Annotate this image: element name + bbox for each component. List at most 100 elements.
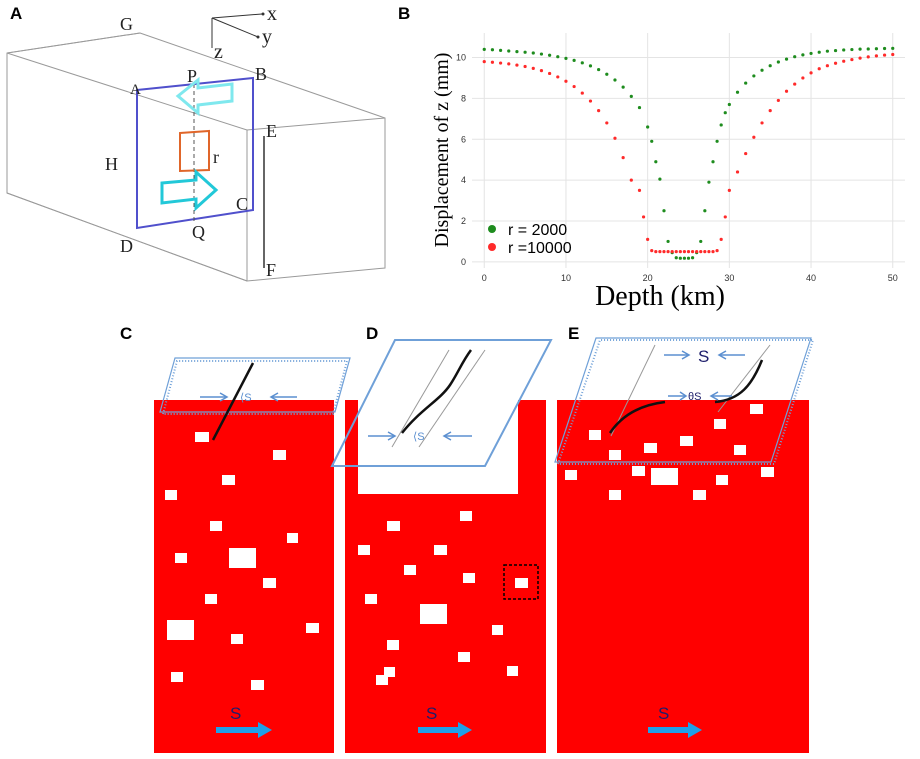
panel-c-top-label: ⟨S <box>240 392 252 404</box>
series-1-point <box>597 109 601 113</box>
series-0-point <box>580 61 584 65</box>
series-0-point <box>686 256 691 260</box>
series-0-point <box>678 256 682 260</box>
series-1-point <box>621 156 625 160</box>
series-1-point <box>662 250 666 254</box>
series-1-point <box>507 62 511 66</box>
series-1-point <box>882 53 887 57</box>
series-0-point <box>874 47 879 51</box>
series-0-point <box>650 139 654 143</box>
series-0-point <box>707 180 711 184</box>
series-0-point <box>793 55 797 59</box>
series-1-point <box>801 76 805 80</box>
region-r-square <box>179 129 210 173</box>
series-1-point <box>874 54 879 58</box>
panel-d-fault-curve <box>401 349 473 434</box>
series-0-point <box>719 123 723 127</box>
series-1-point <box>686 250 691 254</box>
label-g: G <box>120 14 133 34</box>
label-r: r <box>213 147 219 167</box>
series-0-point <box>613 78 617 82</box>
series-0-point <box>507 49 511 53</box>
series-0-point <box>744 81 748 85</box>
series-0-point <box>825 49 829 53</box>
series-1-point <box>719 237 723 241</box>
series-0-point <box>658 177 662 181</box>
series-1-point <box>650 249 654 253</box>
panel-e-plane <box>556 339 815 465</box>
panel-c-fault-line <box>211 362 255 441</box>
arrow-bottom-icon <box>160 168 219 212</box>
panel-d-letter: D <box>366 324 379 343</box>
label-e: E <box>266 121 277 141</box>
fault-plane <box>136 76 254 230</box>
series-1-point <box>793 82 797 86</box>
panel-e-block <box>557 400 809 753</box>
x-tick-label: 40 <box>806 273 816 283</box>
y-tick-label: 6 <box>461 134 466 144</box>
series-0-point <box>735 90 740 94</box>
series-1-point <box>784 89 789 93</box>
series-0-point <box>605 72 609 76</box>
series-0-point <box>637 105 642 110</box>
series-1-point <box>658 250 662 254</box>
series-0-point <box>597 67 601 72</box>
x-tick-label: 50 <box>888 273 898 283</box>
series-1-point <box>727 188 731 192</box>
label-b: B <box>255 64 267 84</box>
axis-label-z: z <box>214 41 223 63</box>
series-1-point <box>629 178 633 182</box>
series-1-point <box>637 188 642 192</box>
series-1-point <box>548 71 552 76</box>
panel-e-arrow-label: S <box>658 704 669 723</box>
series-0-point <box>531 51 535 55</box>
series-1-point <box>498 61 503 65</box>
label-h: H <box>105 154 118 174</box>
series-0-point <box>498 48 503 52</box>
panel-c-block <box>154 400 334 753</box>
y-tick-label: 2 <box>461 216 466 226</box>
series-1-point <box>666 250 670 254</box>
axis-label-y: y <box>262 26 272 48</box>
series-0-point <box>776 60 780 64</box>
series-1-point <box>842 59 846 63</box>
label-p: P <box>187 66 197 86</box>
y-tick-label: 10 <box>456 53 466 63</box>
legend-marker-0 <box>488 225 496 233</box>
y-tick-label: 0 <box>461 257 466 267</box>
series-1-point <box>776 98 780 103</box>
series-0-point <box>711 160 715 164</box>
series-0-point <box>564 56 568 60</box>
series-0-point <box>842 48 846 52</box>
series-1-point <box>588 99 593 103</box>
series-1-point <box>711 250 715 254</box>
y-tick-label: 4 <box>461 175 466 185</box>
panel-b-letter: B <box>398 4 411 23</box>
series-1-point <box>556 75 560 79</box>
panel-c-letter: C <box>120 324 133 343</box>
series-1-point <box>572 84 576 89</box>
arrow-top-icon <box>175 76 234 117</box>
series-0-point <box>801 53 805 57</box>
series-0-point <box>715 139 719 143</box>
series-0-point <box>588 64 593 68</box>
panel-e: S θS S <box>554 337 815 753</box>
x-tick-label: 0 <box>482 273 487 283</box>
series-0-point <box>556 55 560 59</box>
y-tick-label: 8 <box>461 93 466 103</box>
panel-e-fault-curve-left <box>608 400 666 434</box>
series-1-point <box>715 249 719 253</box>
series-1-point <box>866 55 870 59</box>
panel-e-voids <box>565 404 774 500</box>
series-0-point <box>682 256 687 260</box>
series-1-point <box>482 60 486 64</box>
series-1-point <box>654 250 658 254</box>
series-0-point <box>760 68 764 72</box>
panel-e-fault-curve-right <box>714 359 764 404</box>
legend-label-0: r = 2000 <box>508 222 567 239</box>
series-0-point <box>482 47 486 51</box>
panel-d-arrow-label: S <box>426 704 437 723</box>
series-0-point <box>699 239 703 244</box>
series-0-point <box>768 64 772 68</box>
